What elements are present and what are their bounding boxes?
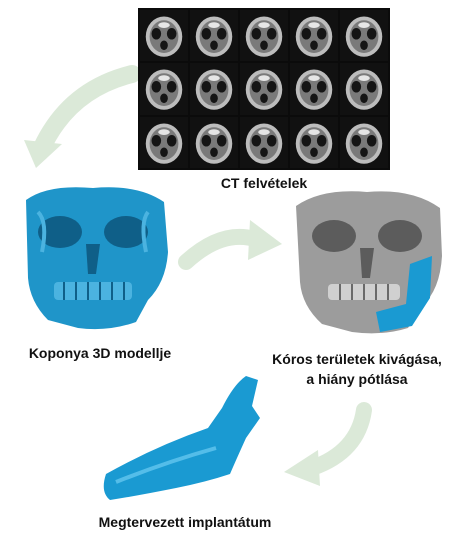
ct-slice	[190, 117, 238, 168]
ct-slice	[140, 63, 188, 114]
implant-model	[96, 370, 286, 510]
arrow-ct-to-skull	[22, 60, 152, 170]
arrow-cut-to-implant	[278, 400, 388, 490]
skull-cut-model	[282, 186, 452, 336]
ct-slice	[240, 10, 288, 61]
skull-3d-model	[8, 182, 178, 332]
ct-slice	[240, 63, 288, 114]
ct-slice	[190, 10, 238, 61]
arrow-skull-to-cut	[178, 210, 288, 280]
ct-slice	[340, 63, 388, 114]
ct-slice	[140, 10, 188, 61]
ct-slice	[340, 10, 388, 61]
ct-slice	[190, 63, 238, 114]
ct-slice	[290, 10, 338, 61]
cut-label-line1: Kóros területek kivágása,	[252, 350, 462, 368]
implant-label: Megtervezett implantátum	[60, 513, 310, 531]
ct-slice	[290, 117, 338, 168]
skull-model-label: Koponya 3D modellje	[0, 344, 200, 362]
ct-slice	[290, 63, 338, 114]
ct-scan-grid	[138, 8, 390, 170]
ct-slice	[340, 117, 388, 168]
ct-slice	[240, 117, 288, 168]
ct-slice	[140, 117, 188, 168]
